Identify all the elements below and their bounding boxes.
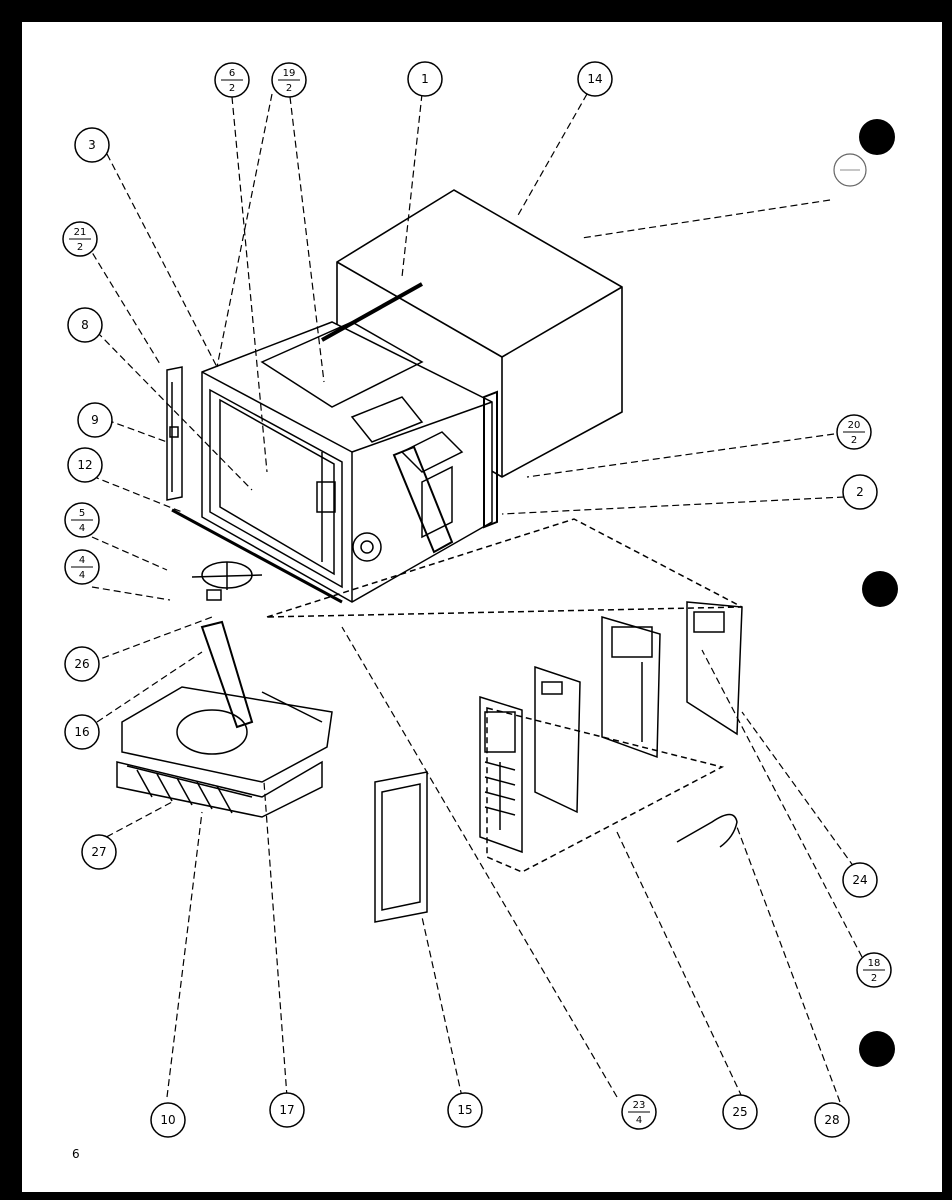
callout-26: 26 [64, 646, 100, 682]
svg-text:2: 2 [851, 435, 857, 446]
callout-15: 15 [447, 1092, 483, 1128]
callout-16: 16 [64, 714, 100, 750]
callout-6-2: 6 2 [214, 62, 250, 98]
svg-text:5: 5 [79, 508, 85, 519]
svg-text:23: 23 [633, 1100, 646, 1111]
svg-text:6: 6 [229, 68, 235, 79]
svg-text:18: 18 [868, 958, 881, 969]
callout-24: 24 [842, 862, 878, 898]
oven-chassis [171, 282, 498, 604]
callout-28: 28 [814, 1102, 850, 1138]
svg-text:4: 4 [79, 570, 85, 581]
svg-text:16: 16 [74, 725, 89, 739]
callout-3: 3 [74, 127, 110, 163]
callout-5-4: 5 4 [64, 502, 100, 538]
svg-text:2: 2 [77, 242, 83, 253]
callout-18-2: 18 2 [856, 952, 892, 988]
svg-text:19: 19 [283, 68, 296, 79]
callouts: 1 14 3 8 9 12 2 26 16 27 24 10 17 15 25 … [64, 61, 878, 1138]
callout-19-2: 19 2 [271, 62, 307, 98]
callout-23-4: 23 4 [621, 1094, 657, 1130]
svg-text:1: 1 [421, 72, 429, 86]
svg-text:3: 3 [88, 138, 96, 152]
registration-dot-top [859, 119, 895, 155]
callout-10: 10 [150, 1102, 186, 1138]
callout-2: 2 [842, 474, 878, 510]
callout-17: 17 [269, 1092, 305, 1128]
callout-21-2: 21 2 [62, 221, 98, 257]
svg-text:4: 4 [636, 1115, 642, 1126]
base-pan [116, 620, 333, 818]
side-bracket [166, 366, 183, 501]
fraction-callouts: 6 2 19 2 21 2 20 2 5 4 4 4 [62, 62, 892, 1130]
registration-dot-middle [862, 571, 898, 607]
svg-text:25: 25 [732, 1105, 747, 1119]
svg-text:2: 2 [286, 83, 292, 94]
callout-20-2: 20 2 [836, 414, 872, 450]
svg-text:14: 14 [587, 72, 602, 86]
callout-27: 27 [81, 834, 117, 870]
callout-25: 25 [722, 1094, 758, 1130]
callout-9: 9 [77, 402, 113, 438]
svg-text:2: 2 [871, 973, 877, 984]
svg-text:28: 28 [824, 1113, 839, 1127]
stirrer-blade [191, 561, 263, 601]
callout-14: 14 [577, 61, 613, 97]
svg-text:8: 8 [81, 318, 89, 332]
exploded-parts-diagram: 1 14 3 8 9 12 2 26 16 27 24 10 17 15 25 … [62, 61, 898, 1138]
svg-text:26: 26 [74, 657, 89, 671]
svg-text:27: 27 [91, 845, 106, 859]
callout-8: 8 [67, 307, 103, 343]
svg-text:2: 2 [229, 83, 235, 94]
svg-text:21: 21 [74, 227, 87, 238]
faint-callout [833, 153, 867, 187]
svg-text:9: 9 [91, 413, 99, 427]
callout-4-4: 4 4 [64, 549, 100, 585]
svg-text:4: 4 [79, 523, 85, 534]
page-number: 6 [72, 1147, 80, 1161]
leader-lines [81, 93, 863, 1103]
svg-text:10: 10 [160, 1113, 175, 1127]
svg-text:20: 20 [848, 420, 861, 431]
svg-text:12: 12 [77, 458, 92, 472]
control-panel-assembly [266, 518, 743, 923]
svg-text:24: 24 [852, 873, 867, 887]
svg-text:4: 4 [79, 555, 85, 566]
svg-text:15: 15 [457, 1103, 472, 1117]
svg-text:17: 17 [279, 1103, 294, 1117]
registration-dot-bottom [859, 1031, 895, 1067]
callout-1: 1 [407, 61, 443, 97]
callout-12: 12 [67, 447, 103, 483]
svg-text:2: 2 [856, 485, 864, 499]
diagram-sheet: 1 14 3 8 9 12 2 26 16 27 24 10 17 15 25 … [22, 22, 942, 1192]
